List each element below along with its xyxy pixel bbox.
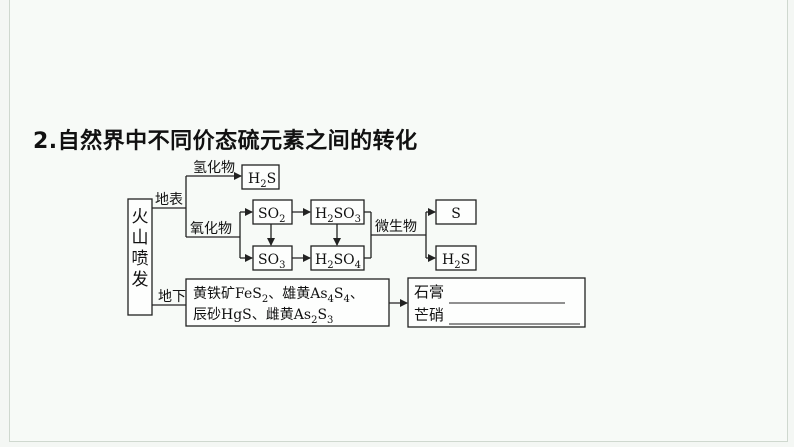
- so2-box: [252, 199, 293, 225]
- gypsum-label: 石膏: [414, 283, 444, 301]
- mirabilite-label: 芒硝: [414, 306, 444, 324]
- h2s-top-box: [241, 164, 280, 190]
- microbe-label: 微生物: [375, 219, 417, 235]
- surface-label: 地表: [155, 192, 183, 208]
- underground-label: 地下: [158, 289, 186, 305]
- minerals-line-2: 辰砂HgS、雌黄As2S3: [193, 306, 333, 326]
- minerals-box: [185, 278, 390, 327]
- so2-formula: SO2: [258, 206, 285, 225]
- section-title: 自然界中不同价态硫元素之间的转化: [57, 129, 418, 154]
- volcano-char-3: 喷: [132, 249, 149, 269]
- volcano-char-2: 山: [132, 228, 149, 248]
- minerals-line-1: 黄铁矿FeS2、雄黄As4S4、: [193, 285, 364, 305]
- h2s-right-box: [435, 245, 477, 271]
- section-heading: 2.自然界中不同价态硫元素之间的转化: [33, 123, 418, 155]
- volcano-box: [127, 198, 153, 316]
- so3-formula: SO3: [258, 252, 285, 271]
- hydride-label: 氢化物: [193, 160, 235, 176]
- sulfur-box: [435, 199, 477, 225]
- h2so3-box: [310, 199, 365, 225]
- oxide-label: 氧化物: [190, 221, 232, 237]
- h2s-right-formula: H2S: [442, 252, 470, 271]
- h2so3-formula: H2SO3: [315, 206, 361, 225]
- h2so4-box: [310, 245, 365, 271]
- h2s-top-formula: H2S: [248, 171, 276, 190]
- section-number: 2.: [33, 129, 58, 154]
- h2so4-formula: H2SO4: [315, 252, 361, 271]
- volcano-char-1: 火: [132, 207, 149, 227]
- sulfur-formula: S: [451, 206, 461, 222]
- volcano-char-4: 发: [132, 270, 149, 290]
